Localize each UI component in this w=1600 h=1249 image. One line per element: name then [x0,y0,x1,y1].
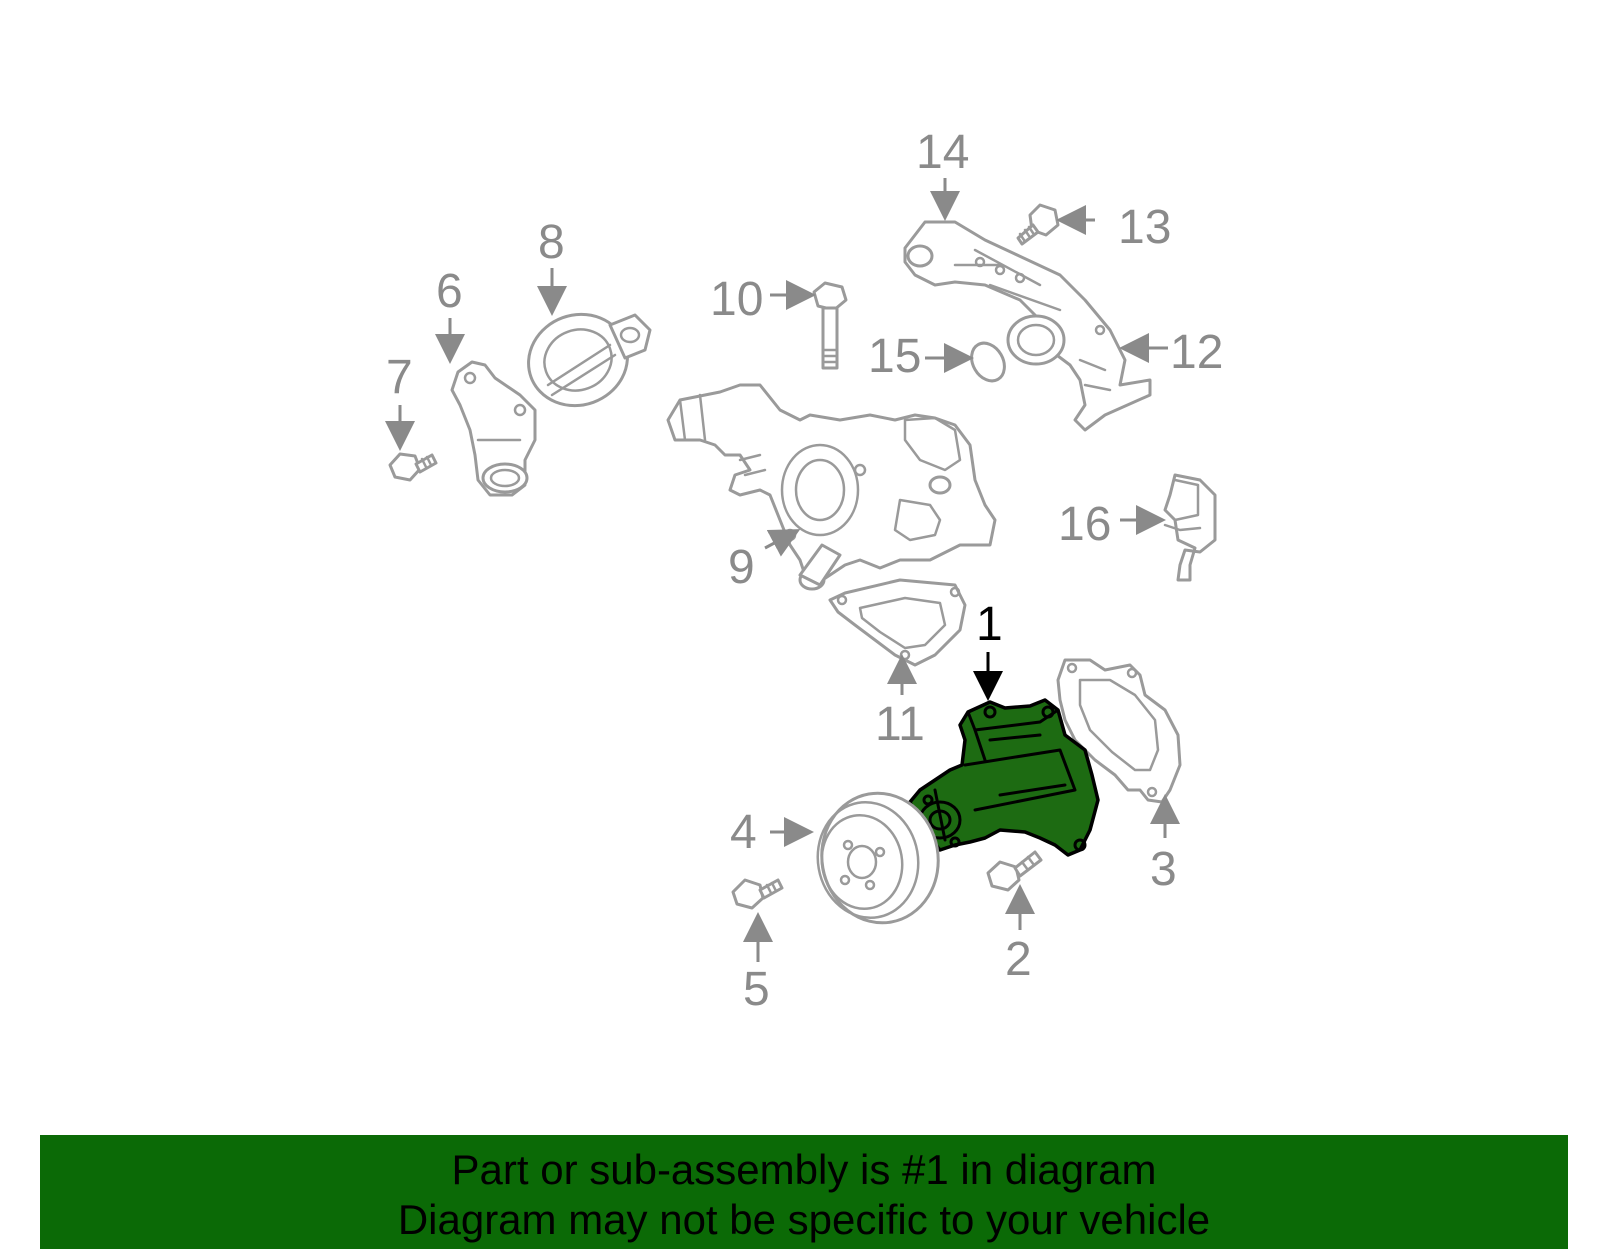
callout-2: 2 [1005,933,1032,986]
bolt-13 [1016,203,1060,246]
pulley-4 [816,791,940,925]
callout-4: 4 [730,806,757,859]
callout-12: 12 [1170,326,1223,379]
callout-labels: 1 2 3 4 5 6 7 8 9 10 11 12 13 14 15 16 [386,126,1223,1016]
callout-11: 11 [875,698,925,751]
info-banner: Part or sub-assembly is #1 in diagram Di… [40,1135,1568,1249]
thermostat-8 [527,312,652,408]
o-ring-15 [970,341,1006,383]
coolant-outlet-pipe [903,220,1152,432]
callout-16: 16 [1058,498,1111,551]
thermostat-housing-9 [666,383,997,591]
callout-5: 5 [743,963,770,1016]
callout-9: 9 [728,541,755,594]
callout-13: 13 [1118,201,1171,254]
callout-10: 10 [710,273,763,326]
callout-7: 7 [386,351,413,404]
bolt-10 [812,281,848,370]
callout-14: 14 [916,126,969,179]
bolt-5 [731,878,784,910]
callout-3: 3 [1150,843,1177,896]
banner-line-disclaimer: Diagram may not be specific to your vehi… [397,1196,1211,1243]
thermostat-cover-6 [450,360,537,497]
callout-6: 6 [436,265,463,318]
banner-line-part-number: Part or sub-assembly is #1 in diagram [451,1146,1157,1193]
callout-15: 15 [868,330,921,383]
bolt-2 [986,850,1043,892]
temperature-sensor-16 [1163,473,1217,582]
leader-arrows [385,178,1180,962]
callout-8: 8 [538,216,565,269]
bolt-7 [388,452,438,482]
gasket-11 [828,578,967,667]
callout-1: 1 [976,598,1003,651]
